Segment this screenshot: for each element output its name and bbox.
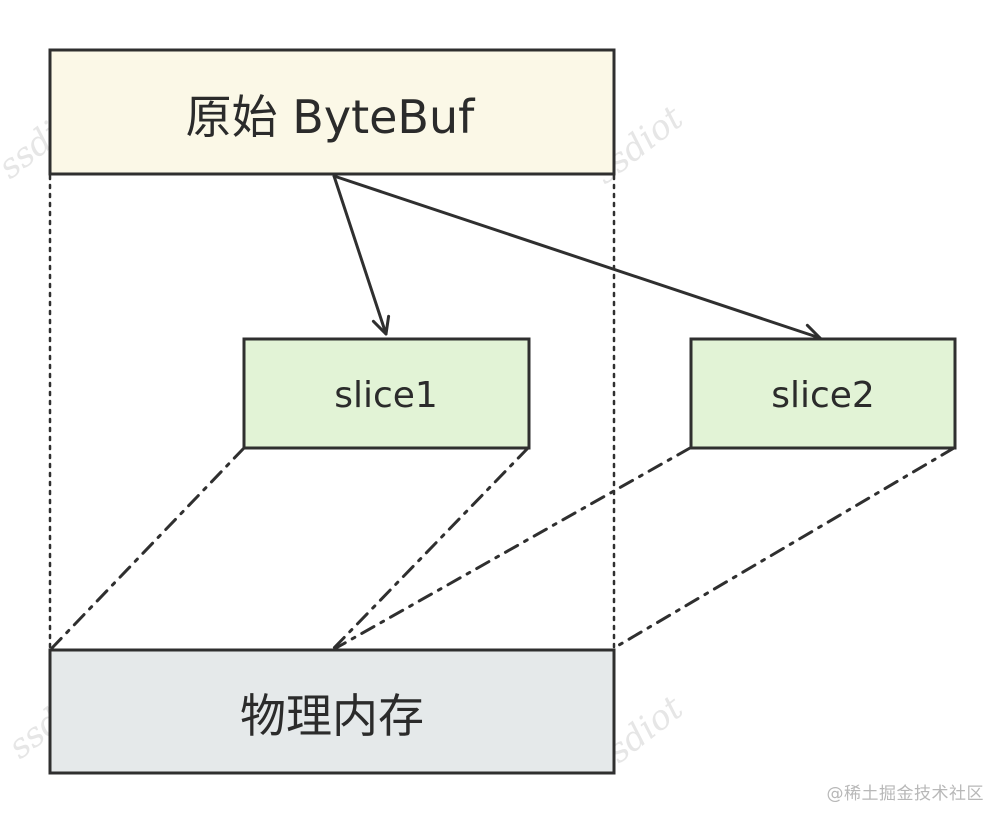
slice2-box: slice2	[689, 337, 957, 450]
slice1-rect	[242, 337, 531, 450]
source-watermark: @稀土掘金技术社区	[826, 784, 984, 804]
arrow-to-slice2	[332, 174, 822, 343]
slice1-box: slice1	[242, 337, 531, 450]
original-bytebuf-label: 原始 ByteBuf	[186, 90, 476, 144]
slice1-label: slice1	[334, 375, 438, 416]
arrow-to-slice1	[332, 174, 391, 336]
original-bytebuf-rect	[48, 48, 616, 176]
original-bytebuf-box: 原始 ByteBuf	[48, 48, 616, 176]
slice2-rect	[689, 337, 957, 450]
slice2-left-mapping-line	[334, 446, 692, 650]
physical-memory-rect	[48, 648, 616, 775]
slice2-label: slice2	[771, 375, 875, 416]
slice1-left-mapping-line	[50, 446, 246, 650]
physical-memory-label: 物理内存	[240, 689, 424, 743]
physical-memory-box: 物理内存	[48, 648, 616, 775]
slice1-right-mapping-line	[332, 446, 530, 650]
slice2-right-mapping-line	[612, 446, 956, 650]
